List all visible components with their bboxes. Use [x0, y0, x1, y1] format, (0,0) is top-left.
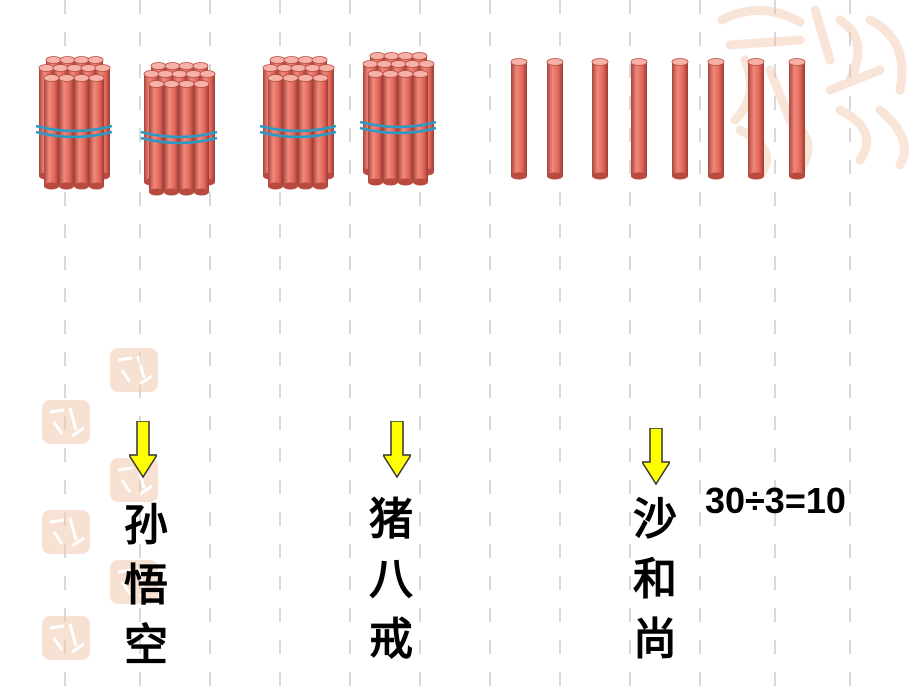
stick: [510, 58, 528, 180]
stick: [671, 58, 689, 180]
stick-bundle: [35, 56, 113, 190]
stick: [193, 80, 210, 196]
name-char: 空: [124, 620, 168, 671]
small-seal-icon: [42, 510, 90, 554]
stick: [88, 74, 105, 190]
stick: [788, 58, 806, 180]
name-char: 孙: [124, 500, 168, 551]
down-arrow-icon: [383, 421, 411, 479]
stick: [412, 70, 429, 186]
stick: [367, 70, 384, 186]
stick-bundle: [259, 56, 337, 190]
name-char: 沙: [633, 494, 677, 545]
stick-bundle: [140, 62, 218, 196]
name-char: 和: [633, 554, 677, 605]
stick: [43, 74, 60, 190]
division-equation: 30÷3=10: [705, 480, 846, 521]
small-seal-icon: [42, 400, 90, 444]
stick: [312, 74, 329, 190]
stick: [630, 58, 648, 180]
stick: [148, 80, 165, 196]
name-char: 悟: [124, 560, 168, 611]
character-name-zhu-bajie: 猪 八 戒: [356, 490, 426, 670]
character-name-sha-heshang: 沙 和 尚: [620, 490, 690, 670]
stick: [591, 58, 609, 180]
down-arrow-icon: [642, 428, 670, 486]
small-seal-icon: [110, 348, 158, 392]
name-char: 猪: [369, 494, 413, 545]
name-char: 戒: [369, 614, 413, 665]
stick: [546, 58, 564, 180]
small-seal-icon: [42, 616, 90, 660]
small-seal-icon: [110, 560, 158, 604]
name-char: 尚: [633, 614, 677, 665]
stick: [267, 74, 284, 190]
name-char: 八: [369, 554, 413, 605]
stick-bundle: [359, 52, 437, 186]
stick: [707, 58, 725, 180]
stick: [747, 58, 765, 180]
character-name-sun-wukong: 孙 悟 空: [111, 496, 181, 676]
down-arrow-icon: [129, 421, 157, 479]
